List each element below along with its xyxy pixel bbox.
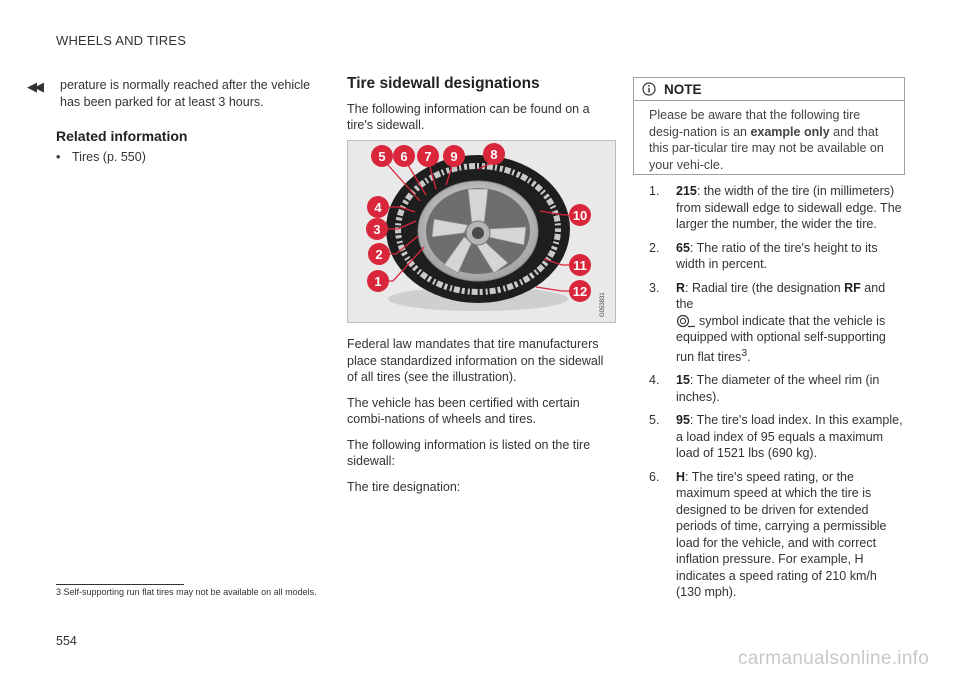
paragraph-federal-law: Federal law mandates that tire manufactu… — [347, 337, 604, 384]
list-number: 6. — [649, 469, 660, 484]
list-text: : the width of the tire (in millimeters)… — [676, 184, 902, 231]
tire-illustration: 1 2 3 4 5 6 7 8 9 10 11 12 G053831 — [347, 140, 616, 323]
list-text: : The tire's load index. In this example… — [676, 413, 903, 461]
callout-3: 3 — [373, 222, 380, 237]
callout-10: 10 — [573, 208, 587, 223]
paragraph-following-info: The following information is listed on t… — [347, 437, 591, 469]
list-number: 2. — [649, 240, 660, 255]
note-box: NOTE Please be aware that the following … — [633, 77, 905, 175]
callout-1: 1 — [374, 274, 381, 289]
callout-4: 4 — [374, 200, 382, 215]
list-text: : Radial tire (the designation — [685, 280, 845, 295]
list-text: : The tire's speed rating, or the maximu… — [676, 469, 887, 600]
callout-6: 6 — [400, 149, 407, 164]
callout-7: 7 — [424, 149, 431, 164]
list-term: H — [676, 469, 686, 484]
page-number: 554 — [56, 634, 77, 648]
run-flat-tire-icon — [676, 314, 695, 327]
related-information-heading: Related information — [56, 128, 188, 144]
list-item: 4. 15: The diameter of the wheel rim (in … — [649, 372, 903, 405]
list-item: 6. H: The tire's speed rating, or the max… — [649, 469, 903, 601]
paragraph-certified: The vehicle has been certified with cert… — [347, 395, 580, 427]
callout-2: 2 — [375, 247, 382, 262]
continued-paragraph: perature is normally reached after the v… — [60, 78, 311, 109]
list-item: 5. 95: The tire's load index. In this exa… — [649, 412, 903, 462]
list-term: 95 — [676, 413, 690, 428]
list-number: 4. — [649, 373, 660, 388]
callout-11: 11 — [573, 258, 587, 273]
list-term: 65 — [676, 240, 690, 255]
footnote-ref[interactable]: 3 — [741, 347, 748, 359]
list-text: symbol indicate that the vehicle is equi… — [676, 313, 886, 364]
footnote: 3 Self-supporting run flat tires may not… — [56, 587, 317, 597]
list-text: and the — [676, 280, 886, 312]
column-2: Tire sidewall designations The following… — [347, 75, 615, 134]
note-text-part: Please be aware that the following tire … — [649, 108, 861, 139]
footnote-divider — [56, 584, 184, 585]
list-text: : The ratio of the tire's height to its … — [676, 240, 878, 272]
list-term: R — [676, 280, 686, 295]
note-header: NOTE — [634, 78, 904, 101]
footnote-mark: 3 — [56, 587, 62, 597]
callout-9: 9 — [450, 149, 457, 164]
footnote-text: Self-supporting run flat tires may not b… — [63, 587, 317, 597]
related-item: • Tires (p. 550) — [56, 149, 322, 166]
column-2-body: Federal law mandates that tire manufactu… — [347, 336, 615, 504]
section-heading: Tire sidewall designations — [347, 75, 540, 92]
callout-8: 8 — [490, 147, 497, 162]
paragraph-tire-designation: The tire designation: — [347, 479, 461, 494]
list-number: 1. — [649, 184, 660, 198]
list-item: 2. 65: The ratio of the tire's height to … — [649, 240, 903, 273]
list-term-rf: RF — [844, 280, 861, 295]
column-1: perature is normally reached after the v… — [56, 77, 322, 165]
callout-12: 12 — [573, 284, 587, 299]
callout-5: 5 — [378, 149, 385, 164]
bullet-glyph: • — [56, 149, 61, 164]
list-number: 3. — [649, 280, 660, 295]
tire-diagram-svg: 1 2 3 4 5 6 7 8 9 10 11 12 G053831 — [366, 143, 606, 317]
tire-designation-list: 1. 215: the width of the tire (in millime… — [649, 183, 903, 608]
intro-paragraph: The following information can be found o… — [347, 101, 590, 133]
note-text: Please be aware that the following tire … — [634, 101, 904, 173]
note-title: NOTE — [664, 81, 702, 97]
list-item: 3. R: Radial tire (the designation RF and… — [649, 280, 903, 366]
list-term: 15 — [676, 373, 690, 388]
section-header: WHEELS AND TIRES — [56, 33, 187, 48]
related-link-tires[interactable]: Tires (p. 550) — [72, 149, 146, 164]
list-term: 215 — [676, 184, 697, 198]
watermark: carmanualsonline.info — [738, 648, 930, 669]
list-number: 5. — [649, 413, 660, 428]
list-text: . — [747, 349, 751, 364]
note-text-bold: example only — [750, 124, 830, 139]
double-chevron-left-icon[interactable]: ◀◀ — [27, 79, 44, 94]
note-text-part: and that this par-ticular tire may not b… — [649, 124, 884, 172]
list-item: 1. 215: the width of the tire (in millime… — [649, 183, 903, 233]
list-text: : The diameter of the wheel rim (in inch… — [676, 373, 880, 404]
figure-code: G053831 — [600, 292, 606, 317]
info-icon — [642, 82, 656, 96]
